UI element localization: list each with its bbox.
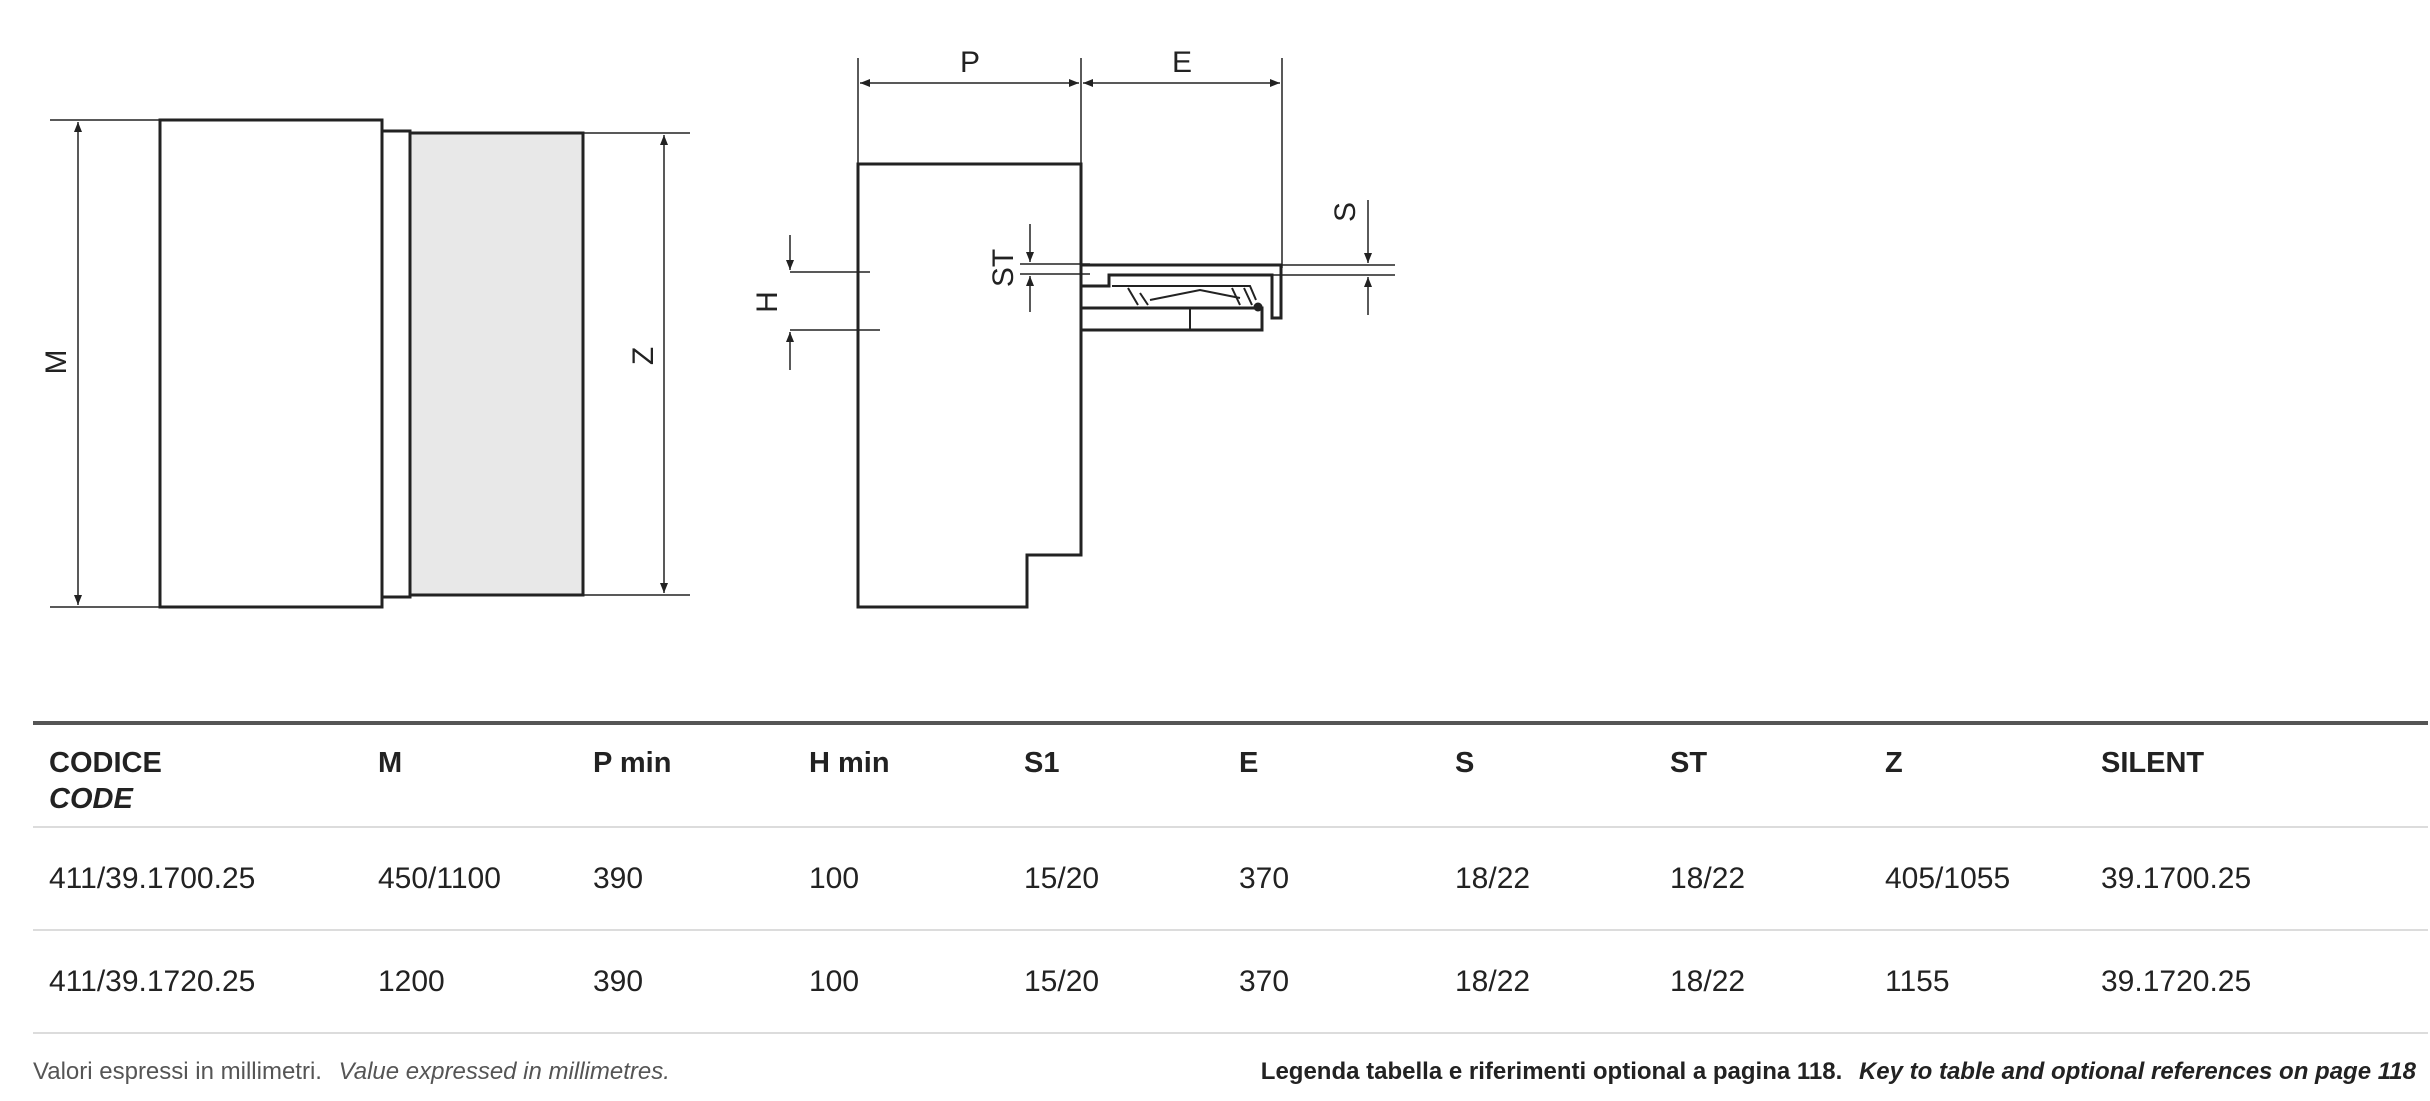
table-cell-s1: 15/20: [1008, 930, 1223, 1034]
table-header-row: CODICE CODE M P min H min S1 E S ST Z SI…: [33, 721, 2428, 828]
table-cell-s1: 15/20: [1008, 827, 1223, 931]
footer-units-note-en: Value expressed in millimetres.: [338, 1058, 670, 1085]
column-header-st: ST: [1654, 721, 1869, 828]
table-cell-st: 18/22: [1654, 930, 1869, 1034]
column-header-m: M: [362, 721, 577, 828]
table-cell-m: 450/1100: [362, 827, 577, 931]
table-cell-h-min: 100: [793, 827, 1008, 931]
column-header-e: E: [1223, 721, 1439, 828]
table-cell-p-min: 390: [577, 930, 793, 1034]
table-cell-s: 18/22: [1439, 827, 1654, 931]
specification-table: CODICE CODE M P min H min S1 E S ST Z SI…: [33, 721, 2428, 1034]
column-header-h-min: H min: [793, 721, 1008, 828]
table-row: 411/39.1720.25 1200 390 100 15/20 370 18…: [33, 930, 2428, 1034]
table-cell-z: 405/1055: [1869, 827, 2085, 931]
table-cell-z: 1155: [1869, 930, 2085, 1034]
table-cell-code: 411/39.1700.25: [33, 827, 362, 931]
table-cell-st: 18/22: [1654, 827, 1869, 931]
column-header-code: CODICE CODE: [33, 721, 362, 828]
table-cell-e: 370: [1223, 827, 1439, 931]
table-cell-s: 18/22: [1439, 930, 1654, 1034]
table-cell-silent: 39.1700.25: [2085, 827, 2428, 931]
footer-units-note-it: Valori espressi in millimetri.: [33, 1058, 322, 1085]
column-header-s1: S1: [1008, 721, 1223, 828]
column-header-p-min: P min: [577, 721, 793, 828]
column-header-z: Z: [1869, 721, 2085, 828]
column-header-silent: SILENT: [2085, 721, 2428, 828]
table-cell-e: 370: [1223, 930, 1439, 1034]
column-header-s: S: [1439, 721, 1654, 828]
dimension-label-st: ST: [987, 249, 1020, 287]
table-row: 411/39.1700.25 450/1100 390 100 15/20 37…: [33, 827, 2428, 931]
side-view-drawing: [786, 58, 1395, 609]
dimension-label-h: H: [751, 291, 784, 313]
front-view-drawing: [50, 118, 690, 609]
table-cell-silent: 39.1720.25: [2085, 930, 2428, 1034]
footer-units-note: Valori espressi in millimetri. Value exp…: [33, 1058, 670, 1086]
table-cell-p-min: 390: [577, 827, 793, 931]
dimension-label-m: M: [40, 350, 73, 375]
footer-reference-note-it: Legenda tabella e riferimenti optional a…: [1260, 1058, 1843, 1085]
column-header-code-en: CODE: [49, 783, 133, 816]
table-cell-m: 1200: [362, 930, 577, 1034]
technical-drawings: M Z P E: [40, 46, 1395, 609]
table-cell-code: 411/39.1720.25: [33, 930, 362, 1034]
footer-reference-note: Legenda tabella e riferimenti optional a…: [1261, 1058, 2416, 1086]
dimension-label-s: S: [1329, 202, 1362, 222]
dimension-label-p: P: [960, 46, 980, 79]
column-header-code-it: CODICE: [49, 747, 162, 779]
table-cell-h-min: 100: [793, 930, 1008, 1034]
dimension-label-e: E: [1172, 46, 1192, 79]
footer-reference-note-en: Key to table and optional references on …: [1858, 1058, 2416, 1085]
dimension-label-z: Z: [627, 347, 660, 365]
